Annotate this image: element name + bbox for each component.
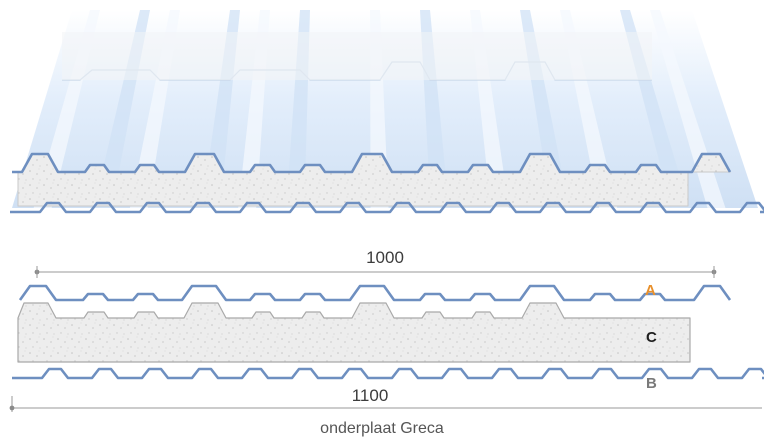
dimension-1100 — [9, 396, 762, 412]
layer-label-b: B — [646, 375, 657, 392]
layer-label-c: C — [646, 329, 657, 346]
dim-end-left — [9, 405, 15, 411]
upper-panel-section — [10, 152, 764, 214]
upper-bottom-sheet — [10, 201, 764, 214]
dimension-label-top: 1000 — [366, 248, 404, 267]
upper-top-sheet — [12, 152, 732, 174]
lower-panel-section — [12, 284, 764, 380]
caption: onderplaat Greca — [320, 420, 444, 437]
sheet-b-profile — [12, 367, 764, 380]
layer-label-a: A — [645, 282, 656, 299]
dimension-1000 — [34, 266, 717, 278]
dimension-label-bottom: 1100 — [351, 386, 389, 405]
far-foam-band — [62, 32, 652, 80]
sheet-a-profile — [18, 284, 732, 302]
core-c-shape — [17, 302, 691, 363]
